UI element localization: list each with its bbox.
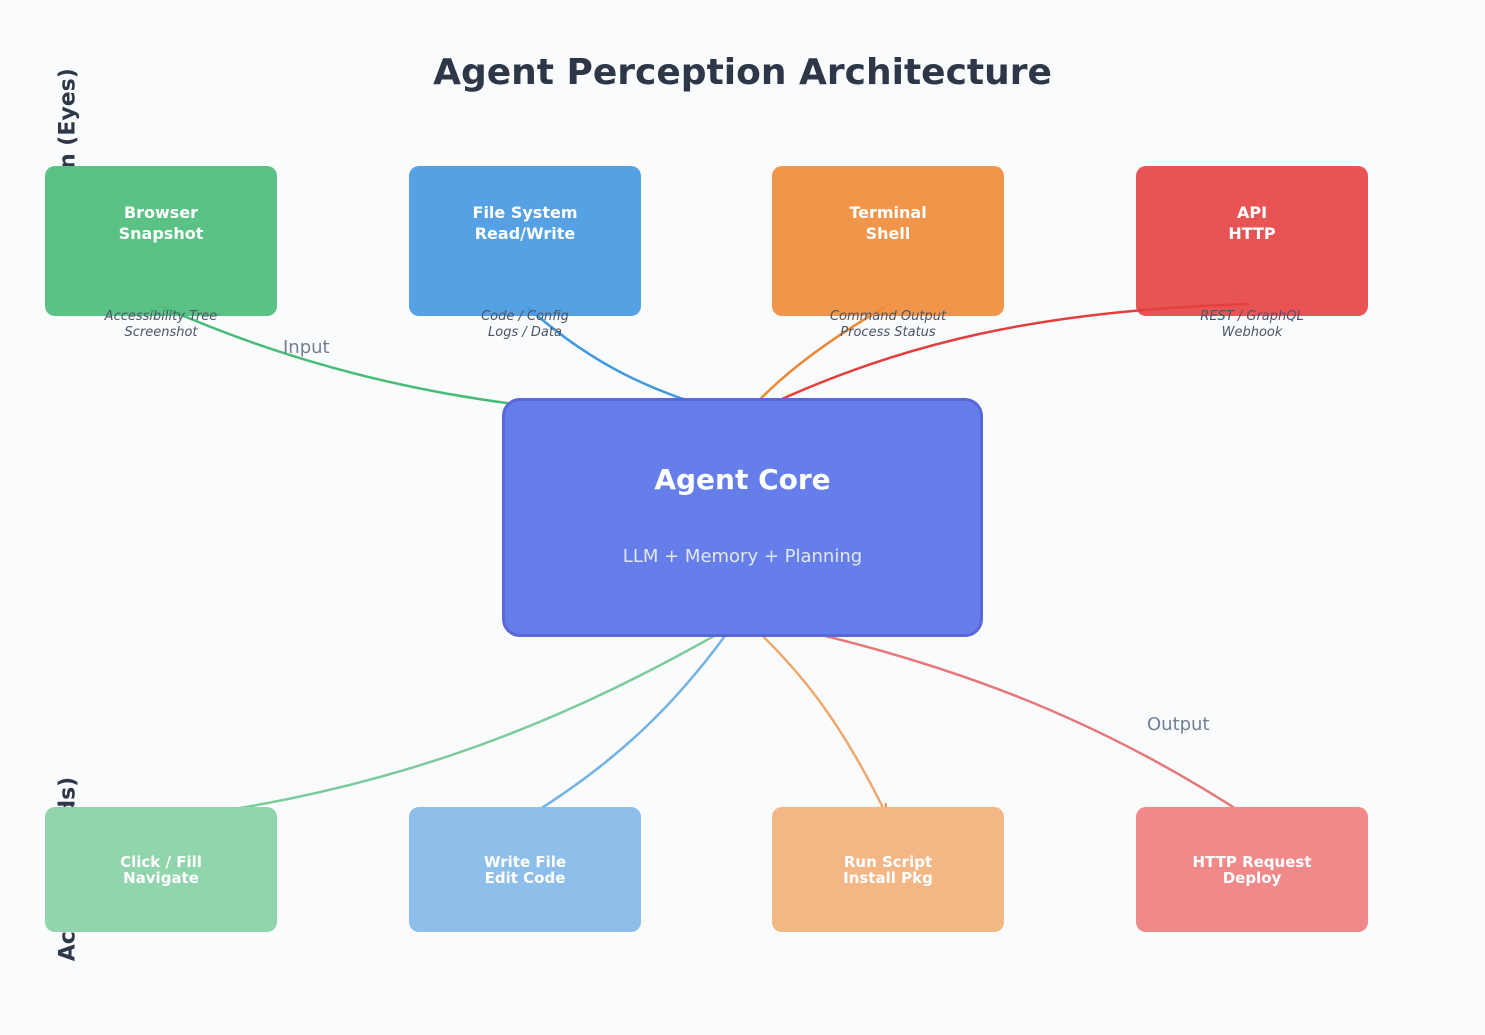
box-line2: Install Pkg [843, 868, 933, 887]
output-flow-label: Output [1147, 714, 1210, 735]
caption-line2: Logs / Data [488, 325, 562, 340]
output-arrow-browser [166, 618, 743, 819]
filesystem-perception-box[interactable]: File System Read/Write [409, 166, 641, 316]
box-line1: Run Script [843, 852, 933, 871]
box-line2: Deploy [1222, 868, 1282, 887]
browser-perception-box[interactable]: Browser Snapshot [45, 166, 277, 316]
run-script-action-box[interactable]: Run Script Install Pkg [772, 807, 1004, 932]
box-line1: Terminal [849, 203, 927, 222]
terminal-perception-box[interactable]: Terminal Shell [772, 166, 1004, 316]
box-line1: Click / Fill [120, 852, 202, 871]
agent-core-title: Agent Core [654, 463, 831, 496]
caption-line1: REST / GraphQL [1200, 309, 1304, 324]
agent-core-box[interactable]: Agent Core LLM + Memory + Planning [502, 398, 983, 637]
caption-line2: Process Status [840, 325, 936, 340]
caption-line2: Webhook [1221, 325, 1283, 340]
filesystem-caption: Code / Config Logs / Data [409, 309, 641, 341]
input-flow-label: Input [283, 337, 330, 358]
write-file-action-box[interactable]: Write File Edit Code [409, 807, 641, 932]
output-arrow-terminal [745, 619, 885, 812]
click-action-box[interactable]: Click / Fill Navigate [45, 807, 277, 932]
caption-line2: Screenshot [124, 325, 198, 340]
page-title: Agent Perception Architecture [433, 52, 1052, 93]
box-line2: Edit Code [484, 868, 566, 887]
api-caption: REST / GraphQL Webhook [1136, 309, 1368, 341]
box-line2: Snapshot [118, 224, 204, 243]
caption-line1: Command Output [829, 309, 947, 324]
terminal-caption: Command Output Process Status [772, 309, 1004, 341]
box-line1: Browser [123, 203, 199, 222]
box-line1: Write File [483, 852, 567, 871]
box-line2: Shell [865, 224, 911, 243]
api-perception-box[interactable]: API HTTP [1136, 166, 1368, 316]
caption-line1: Accessibility Tree [104, 309, 218, 324]
output-arrow-filesystem [529, 621, 737, 816]
http-request-action-box[interactable]: HTTP Request Deploy [1136, 807, 1368, 932]
box-line1: API [1236, 203, 1268, 222]
box-line2: Navigate [123, 868, 199, 887]
box-line1: HTTP Request [1192, 852, 1312, 871]
box-line2: HTTP [1228, 224, 1276, 243]
caption-line1: Code / Config [481, 309, 569, 324]
browser-caption: Accessibility Tree Screenshot [45, 309, 277, 341]
box-line1: File System [472, 203, 578, 222]
box-line2: Read/Write [474, 224, 576, 243]
agent-core-subtitle: LLM + Memory + Planning [622, 546, 863, 567]
